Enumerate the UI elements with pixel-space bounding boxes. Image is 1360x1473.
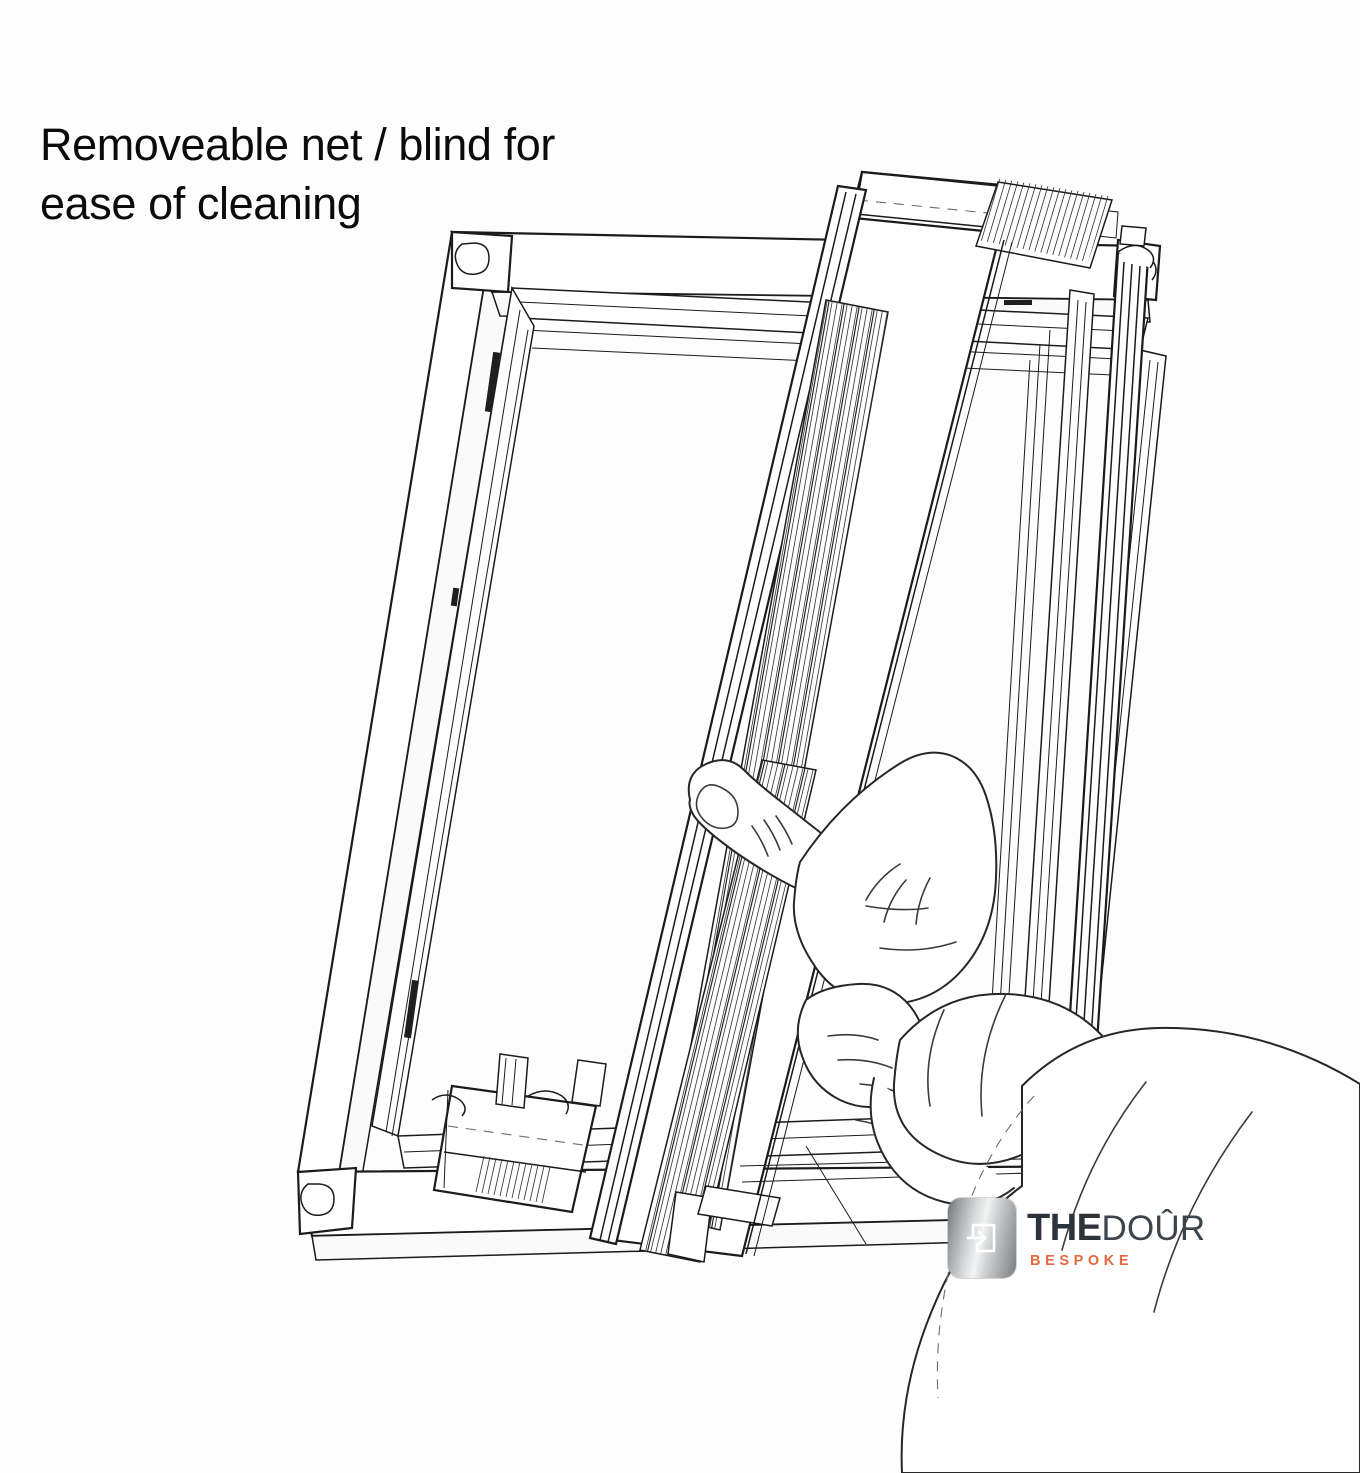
hand <box>687 751 1015 1206</box>
blind-top-pleats <box>976 178 1114 271</box>
logo-word-primary: THE <box>1027 1207 1102 1249</box>
brand-logo: THE DOÛR BESPOKE <box>948 1196 1205 1280</box>
logo-word-secondary: DOÛR <box>1101 1209 1206 1248</box>
logo-text: THE DOÛR BESPOKE <box>1027 1207 1205 1269</box>
blind-bottom-rail <box>434 1086 780 1262</box>
corner-bracket-top-left <box>452 232 512 292</box>
logo-wordmark: THE DOÛR <box>1027 1209 1205 1247</box>
logo-tagline: BESPOKE <box>1030 1253 1134 1269</box>
side-guide-rails <box>984 245 1154 1150</box>
shirt-cuff <box>892 992 1360 1473</box>
caption-text: Removeable net / blind for ease of clean… <box>40 119 555 229</box>
corner-bracket-bottom-left <box>298 1168 356 1234</box>
door-with-arrow-icon <box>948 1198 1016 1278</box>
